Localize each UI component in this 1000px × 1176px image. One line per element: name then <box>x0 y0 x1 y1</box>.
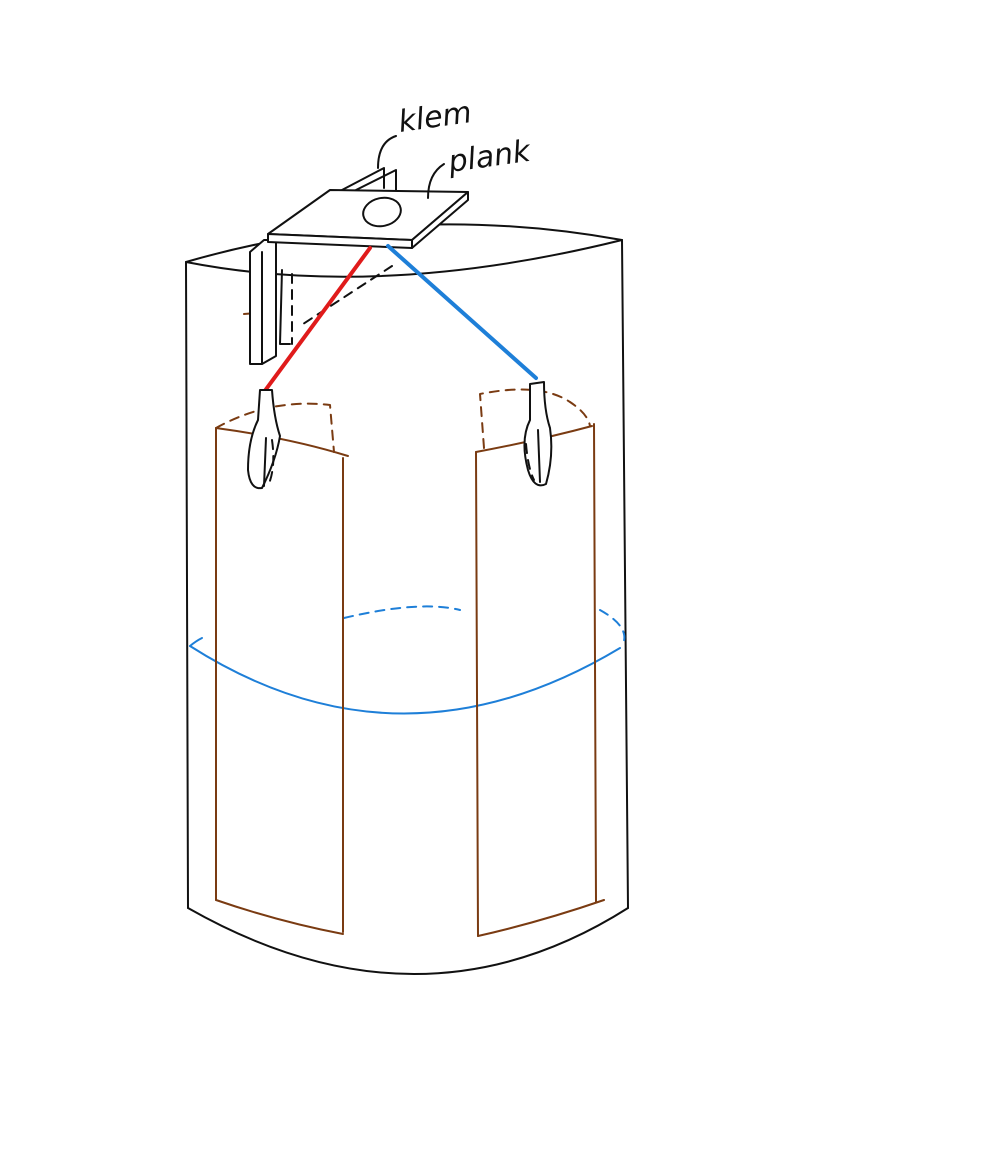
clamp <box>249 167 397 365</box>
clamp-leader-line <box>377 135 397 169</box>
cylinder-bottom-edge <box>187 907 629 975</box>
board-leader-line <box>427 163 445 199</box>
board-side-face <box>411 191 469 249</box>
board-top-face <box>267 189 469 241</box>
right-clip <box>523 381 553 487</box>
left-clip <box>247 389 281 490</box>
left-clip-hidden <box>267 439 275 487</box>
water-level-ring <box>189 605 626 715</box>
left-clip-split <box>263 437 267 487</box>
water-level-back <box>343 605 461 619</box>
left-tube-top-back <box>215 402 335 453</box>
left-tube <box>215 402 349 935</box>
cylinder-left-wall <box>185 261 189 909</box>
right-tube <box>475 388 605 937</box>
clamp-label: klem <box>396 95 474 140</box>
right-clip-hidden <box>525 443 535 481</box>
left-tube-top-front <box>215 427 349 457</box>
clamp-top-jaw <box>341 167 385 191</box>
right-tube-top-back <box>479 388 591 449</box>
clamp-top-jaw-side <box>355 169 397 191</box>
board-label: plank <box>445 134 534 180</box>
water-level-left-tick <box>189 637 203 647</box>
right-tube-right-side <box>593 423 597 903</box>
red-wire <box>262 246 372 394</box>
water-level-back-right <box>599 609 626 647</box>
cylinder-container <box>185 223 629 975</box>
right-tube-bottom <box>477 899 605 937</box>
right-clip-split <box>537 429 541 483</box>
cylinder-right-wall <box>621 239 629 909</box>
blue-wire <box>386 244 538 380</box>
cylinder-top-front-edge <box>185 239 623 278</box>
clamp-inner-jaw <box>279 269 291 345</box>
board <box>267 189 469 249</box>
left-clip-body <box>247 389 281 490</box>
water-level-front <box>189 645 621 715</box>
board-hole <box>362 196 402 228</box>
right-tube-left-side <box>475 451 479 937</box>
left-tube-bottom <box>215 899 344 935</box>
hidden-wire-guide <box>299 265 393 327</box>
